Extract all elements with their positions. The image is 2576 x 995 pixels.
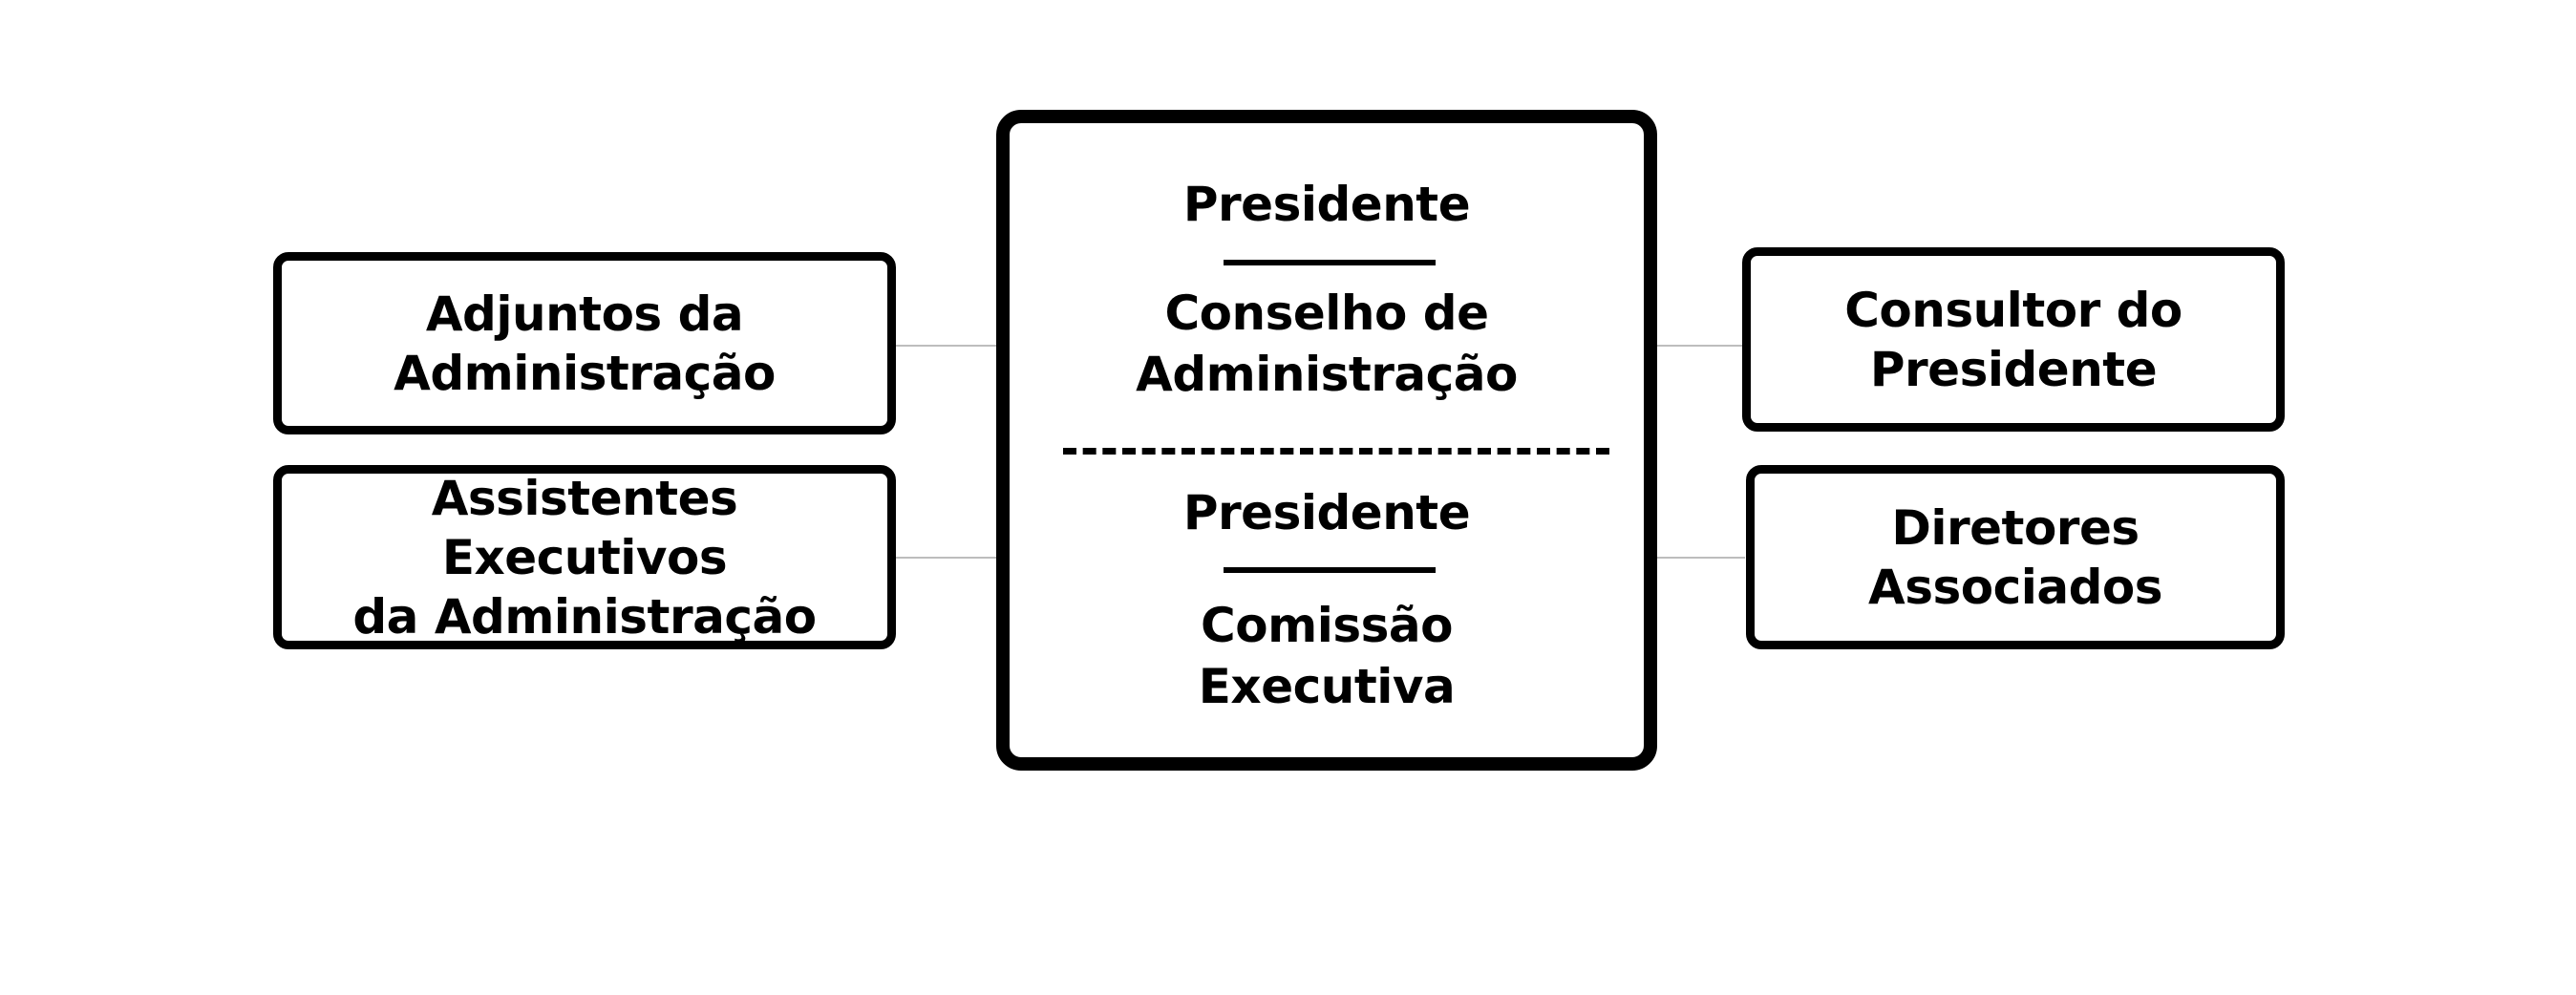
connector-right-bottom xyxy=(1653,557,1745,559)
node-presidente-central: Presidente Conselho de Administração Pre… xyxy=(996,110,1657,771)
connector-left-bottom xyxy=(893,557,998,559)
comissao-executiva-label: Comissão Executiva xyxy=(1198,598,1456,714)
conselho-administracao-label: Conselho de Administração xyxy=(1136,286,1518,402)
node-label: Diretores Associados xyxy=(1868,499,2163,615)
connector-left-top xyxy=(893,345,998,347)
section-divider xyxy=(1063,448,1609,455)
node-adjuntos-administracao: Adjuntos da Administração xyxy=(273,252,896,434)
node-consultor-presidente: Consultor do Presidente xyxy=(1742,247,2285,432)
node-label: Consultor do Presidente xyxy=(1844,282,2182,397)
title-underline-bottom xyxy=(1224,567,1436,573)
node-diretores-associados: Diretores Associados xyxy=(1746,465,2285,649)
presidente-comissao-title: Presidente xyxy=(1182,485,1471,540)
node-label: Assistentes Executivos da Administração xyxy=(352,470,817,645)
title-underline-top xyxy=(1224,260,1436,265)
node-label: Adjuntos da Administração xyxy=(394,286,776,401)
connector-right-top xyxy=(1653,345,1745,347)
presidente-conselho-title: Presidente xyxy=(1182,177,1471,232)
node-assistentes-executivos: Assistentes Executivos da Administração xyxy=(273,465,896,649)
